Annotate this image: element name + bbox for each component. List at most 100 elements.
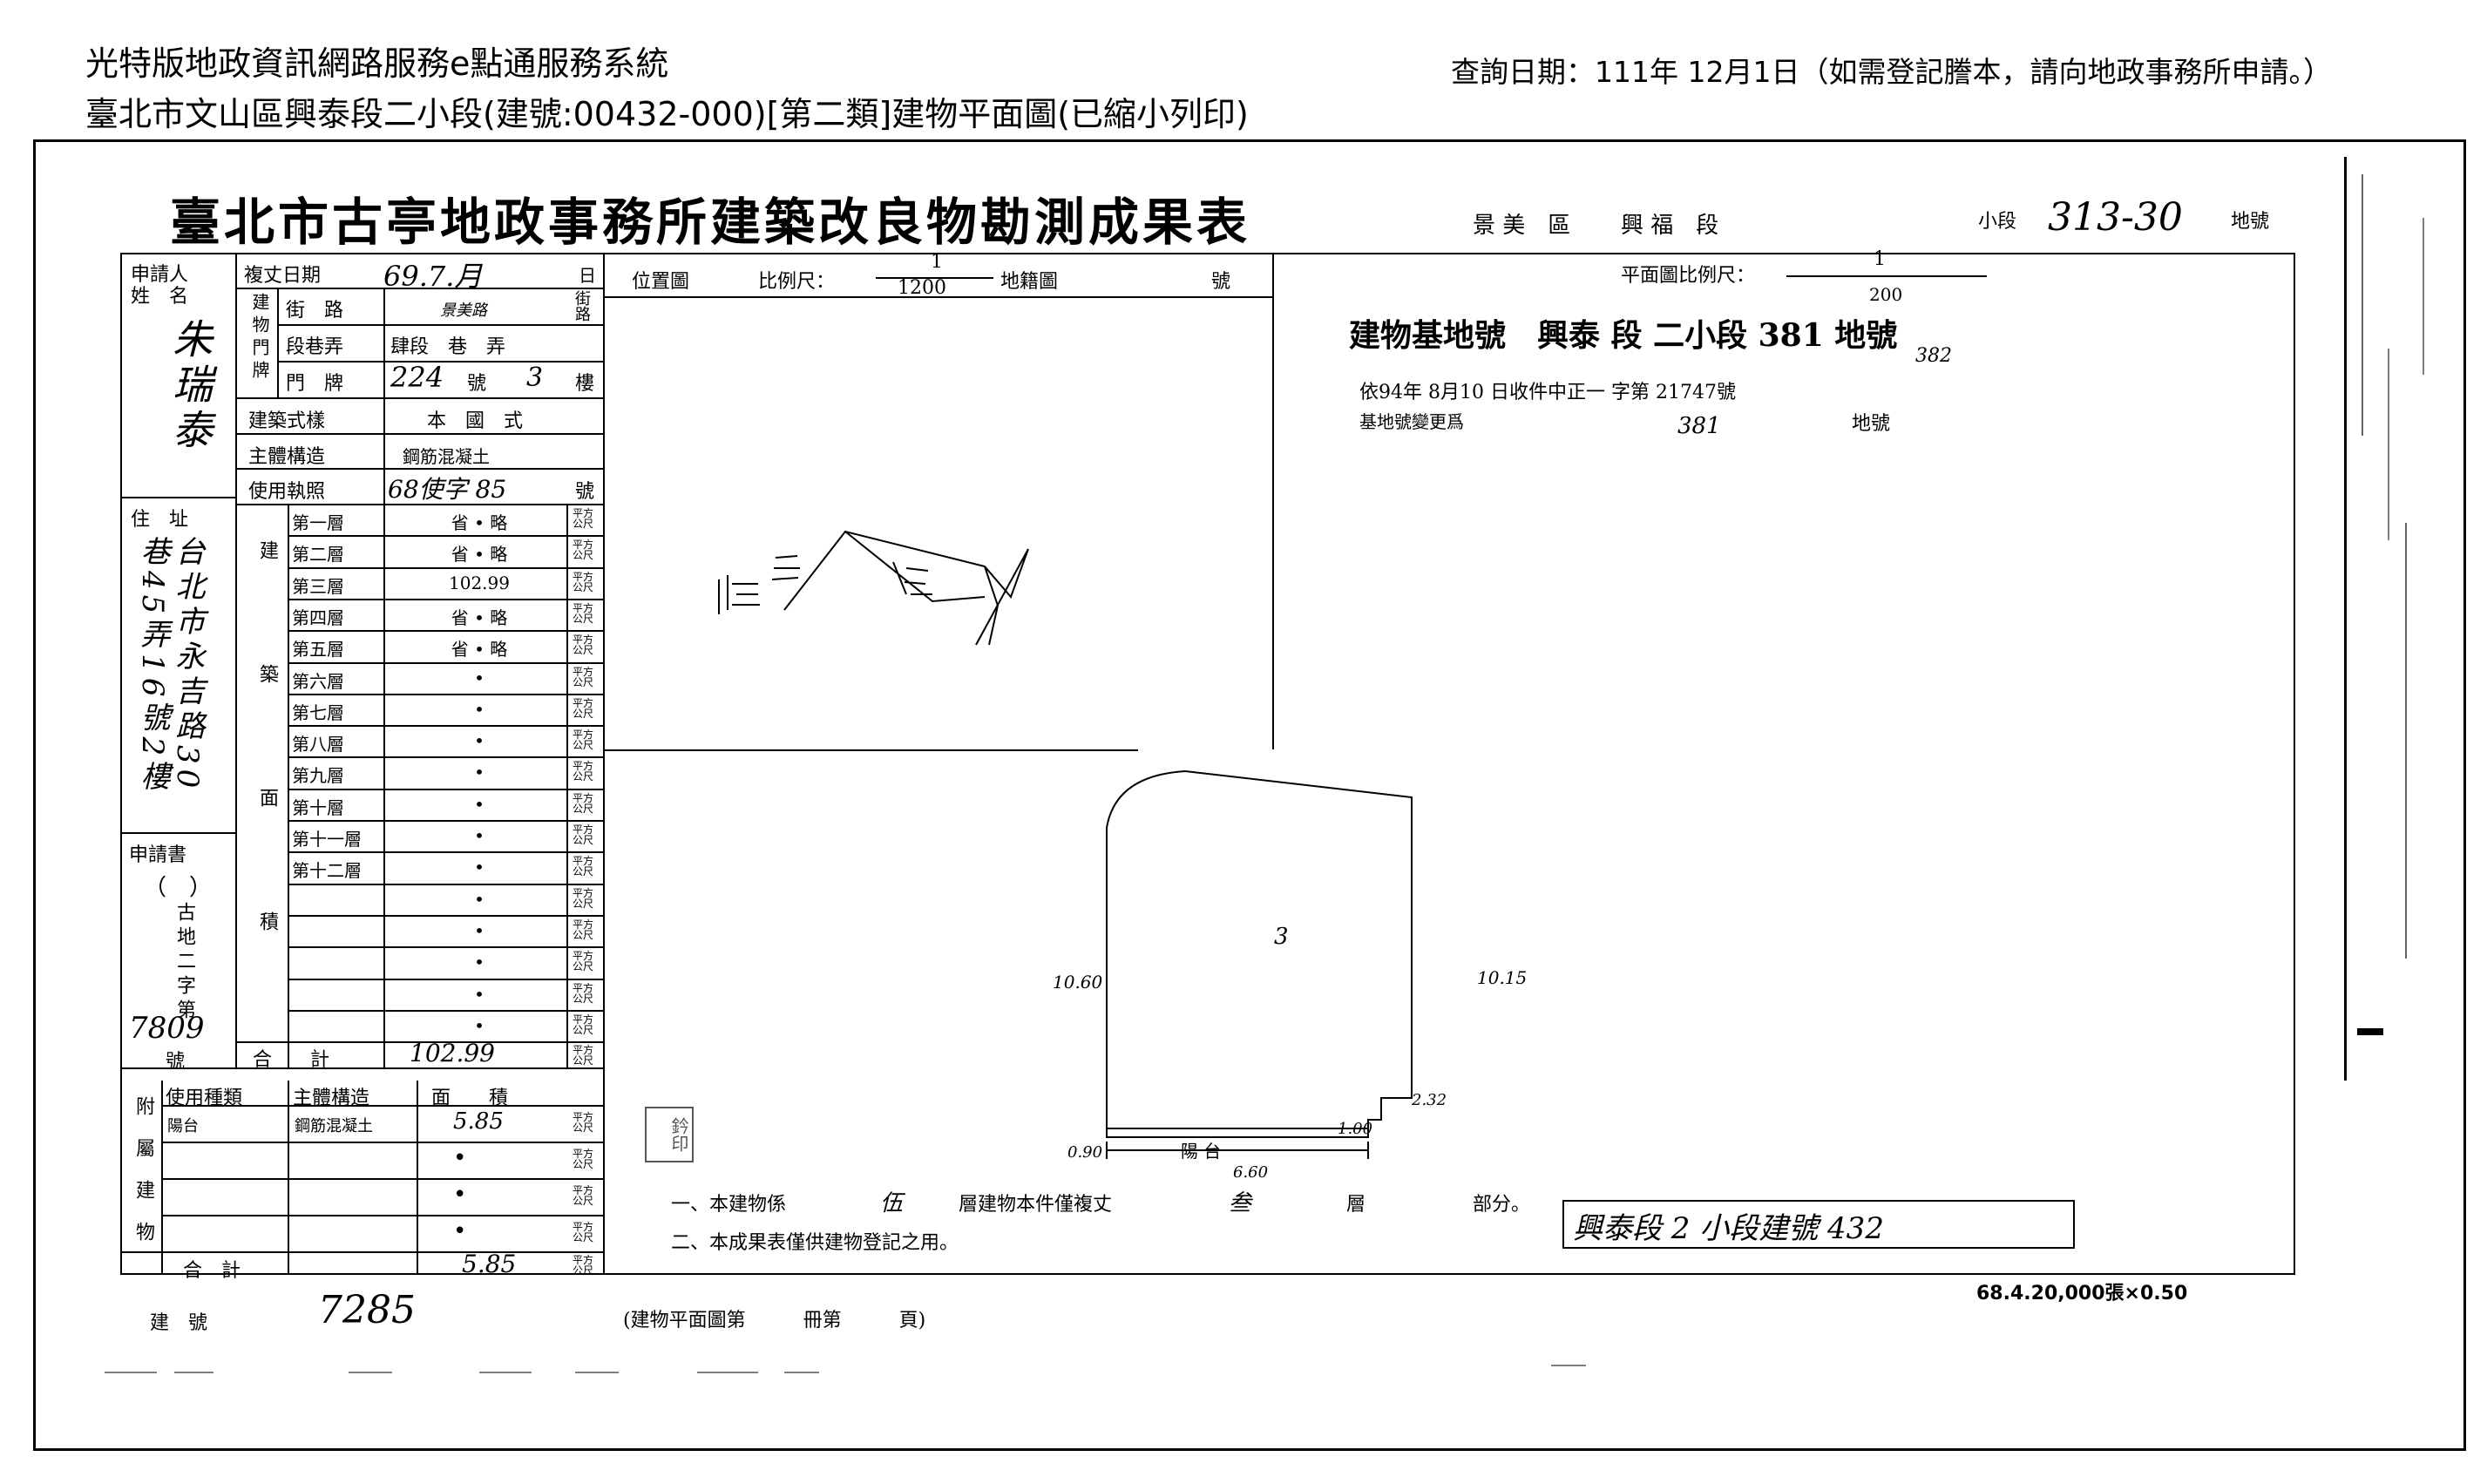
attached-area: • [453, 1182, 467, 1208]
floor-area-value: 省 • 略 [451, 607, 508, 628]
stamp-text: 興泰段 2 小段建號 432 [1573, 1211, 1884, 1246]
attached-area-unit: 平方公尺 [572, 1148, 593, 1170]
applicant-doc-label: 申請書 [129, 844, 187, 866]
building-no-label: 建 號 [150, 1312, 208, 1334]
balcony-label: 陽 台 [1181, 1141, 1222, 1162]
applicant-doc-bracket: （ ） [144, 875, 213, 901]
note1-b: 層建物本件僅複丈 [959, 1194, 1113, 1216]
document-subtitle: 臺北市文山區興泰段二小段(建號:00432-000)[第二類]建物平面圖(已縮小… [85, 95, 1249, 133]
note1-c: 層 [1346, 1194, 1366, 1216]
attached-total-value: 5.85 [462, 1250, 517, 1278]
change-value: 381 [1677, 413, 1721, 439]
attached-total-unit: 平方公尺 [572, 1254, 593, 1277]
floor-area-value: 102.99 [449, 573, 510, 593]
floor-row-divider [288, 567, 603, 569]
attached-area-unit: 平方公尺 [572, 1184, 593, 1207]
floor-row-divider [288, 979, 603, 980]
floor-area-unit: 平方公尺 [572, 697, 593, 720]
note1-which: 叁 [1229, 1190, 1252, 1216]
plan-scale-den: 200 [1869, 284, 1903, 305]
floor-area-unit: 平方公尺 [572, 1013, 593, 1036]
floor-area-value: • [474, 699, 485, 720]
attached-total-label: 合 計 [183, 1260, 241, 1282]
applicant-label: 申請人 [131, 264, 189, 286]
floor-row-divider [288, 725, 603, 727]
note1-a: 一、本建物係 [671, 1194, 787, 1216]
floor-area-unit: 平方公尺 [572, 602, 593, 625]
floor-area-unit: 平方公尺 [572, 823, 593, 846]
building-no-value: 7285 [318, 1288, 416, 1332]
floor-row-divider [288, 915, 603, 917]
dim-step: 1.00 [1338, 1120, 1373, 1138]
form-table [120, 253, 2295, 1275]
floor-row-divider [288, 851, 603, 853]
floor-row-divider [288, 504, 603, 505]
structure-value: 鋼筋混凝土 [403, 446, 490, 467]
floor-area-value: • [474, 920, 485, 941]
form-title: 臺北市古亭地政事務所建築改良物勘測成果表 [170, 193, 1251, 252]
floor-area-unit: 平方公尺 [572, 855, 593, 878]
lot-handwritten: 313-30 [2048, 195, 2183, 240]
attached-area-unit: 平方公尺 [572, 1221, 593, 1243]
floor-label: 第四層 [292, 607, 344, 628]
floor-area-value: • [474, 889, 485, 910]
total-unit: 平方公尺 [572, 1044, 593, 1067]
floor-area-unit: 平方公尺 [572, 918, 593, 941]
floor-label: 第六層 [292, 671, 344, 692]
street-suffix: 街路 [575, 290, 591, 324]
note1-floors: 伍 [880, 1190, 904, 1216]
floor-label: 第七層 [292, 702, 344, 723]
plan-reference: (建物平面圖第 冊第 頁) [623, 1310, 926, 1332]
attached-row-divider [161, 1178, 603, 1180]
applicant-doc-value: 古地二字第 [173, 902, 195, 1024]
structure-label: 主體構造 [248, 446, 326, 468]
floor-label: 第十二層 [292, 860, 362, 881]
section: 興 福 段 [1621, 213, 1719, 239]
street-value: 景美路 [440, 302, 487, 320]
floor-row-divider [288, 946, 603, 948]
floor-label: 第五層 [292, 639, 344, 660]
attached-structure: 鋼筋混凝土 [295, 1117, 373, 1135]
floor-area-value: • [474, 984, 485, 1005]
district: 景 美 區 [1473, 213, 1571, 239]
floor-row-divider [288, 694, 603, 695]
number-suffix: 號 [467, 373, 487, 395]
floor-area-unit: 平方公尺 [572, 728, 593, 751]
floor-area-unit: 平方公尺 [572, 760, 593, 783]
dim-left: 10.60 [1053, 972, 1103, 993]
floor-area-value: • [474, 667, 485, 688]
street-label: 街 路 [286, 300, 344, 322]
floor-area-unit: 平方公尺 [572, 887, 593, 910]
floor-label: 第一層 [292, 512, 344, 533]
floor-area-value: • [474, 857, 485, 878]
floor-area-value: • [474, 794, 485, 815]
attached-row-divider [161, 1142, 603, 1143]
cadastral-suffix: 號 [1211, 271, 1231, 293]
document-frame [33, 139, 2466, 1451]
lot-extra: 382 [1915, 345, 1952, 367]
address-label: 住 址 [131, 509, 189, 531]
attached-area: 5.85 [453, 1108, 504, 1135]
reproduce-date-value: 69.7.月 [383, 260, 483, 293]
subsection-label: 小段 [1978, 211, 2017, 233]
building-style-value: 本 國 式 [427, 410, 524, 432]
floor-label: 第二層 [292, 544, 344, 565]
location-sketch [718, 530, 1029, 646]
dim-right: 10.15 [1477, 967, 1528, 988]
cadastral-label: 地籍圖 [1000, 271, 1059, 293]
floor-label: 第三層 [292, 576, 344, 597]
floor-label: 第十層 [292, 797, 344, 818]
floor-area-value: 省 • 略 [451, 544, 508, 565]
location-scale-den: 1200 [898, 277, 946, 299]
usage-permit-value: 68使字 85 [388, 475, 507, 504]
floor-row-divider [288, 884, 603, 885]
seal-mark: 鈐印 [645, 1107, 694, 1162]
floor-row-divider [288, 756, 603, 758]
plan-scale-label: 平面圖比例尺： [1621, 265, 1756, 287]
number-value: 224 [390, 361, 444, 394]
applicant-name: 朱瑞泰 [166, 318, 213, 454]
lot-label: 地號 [2231, 211, 2270, 233]
floor-area-value: 省 • 略 [451, 639, 508, 660]
floor-label: 第九層 [292, 765, 344, 786]
floor-value: 3 [526, 363, 544, 393]
